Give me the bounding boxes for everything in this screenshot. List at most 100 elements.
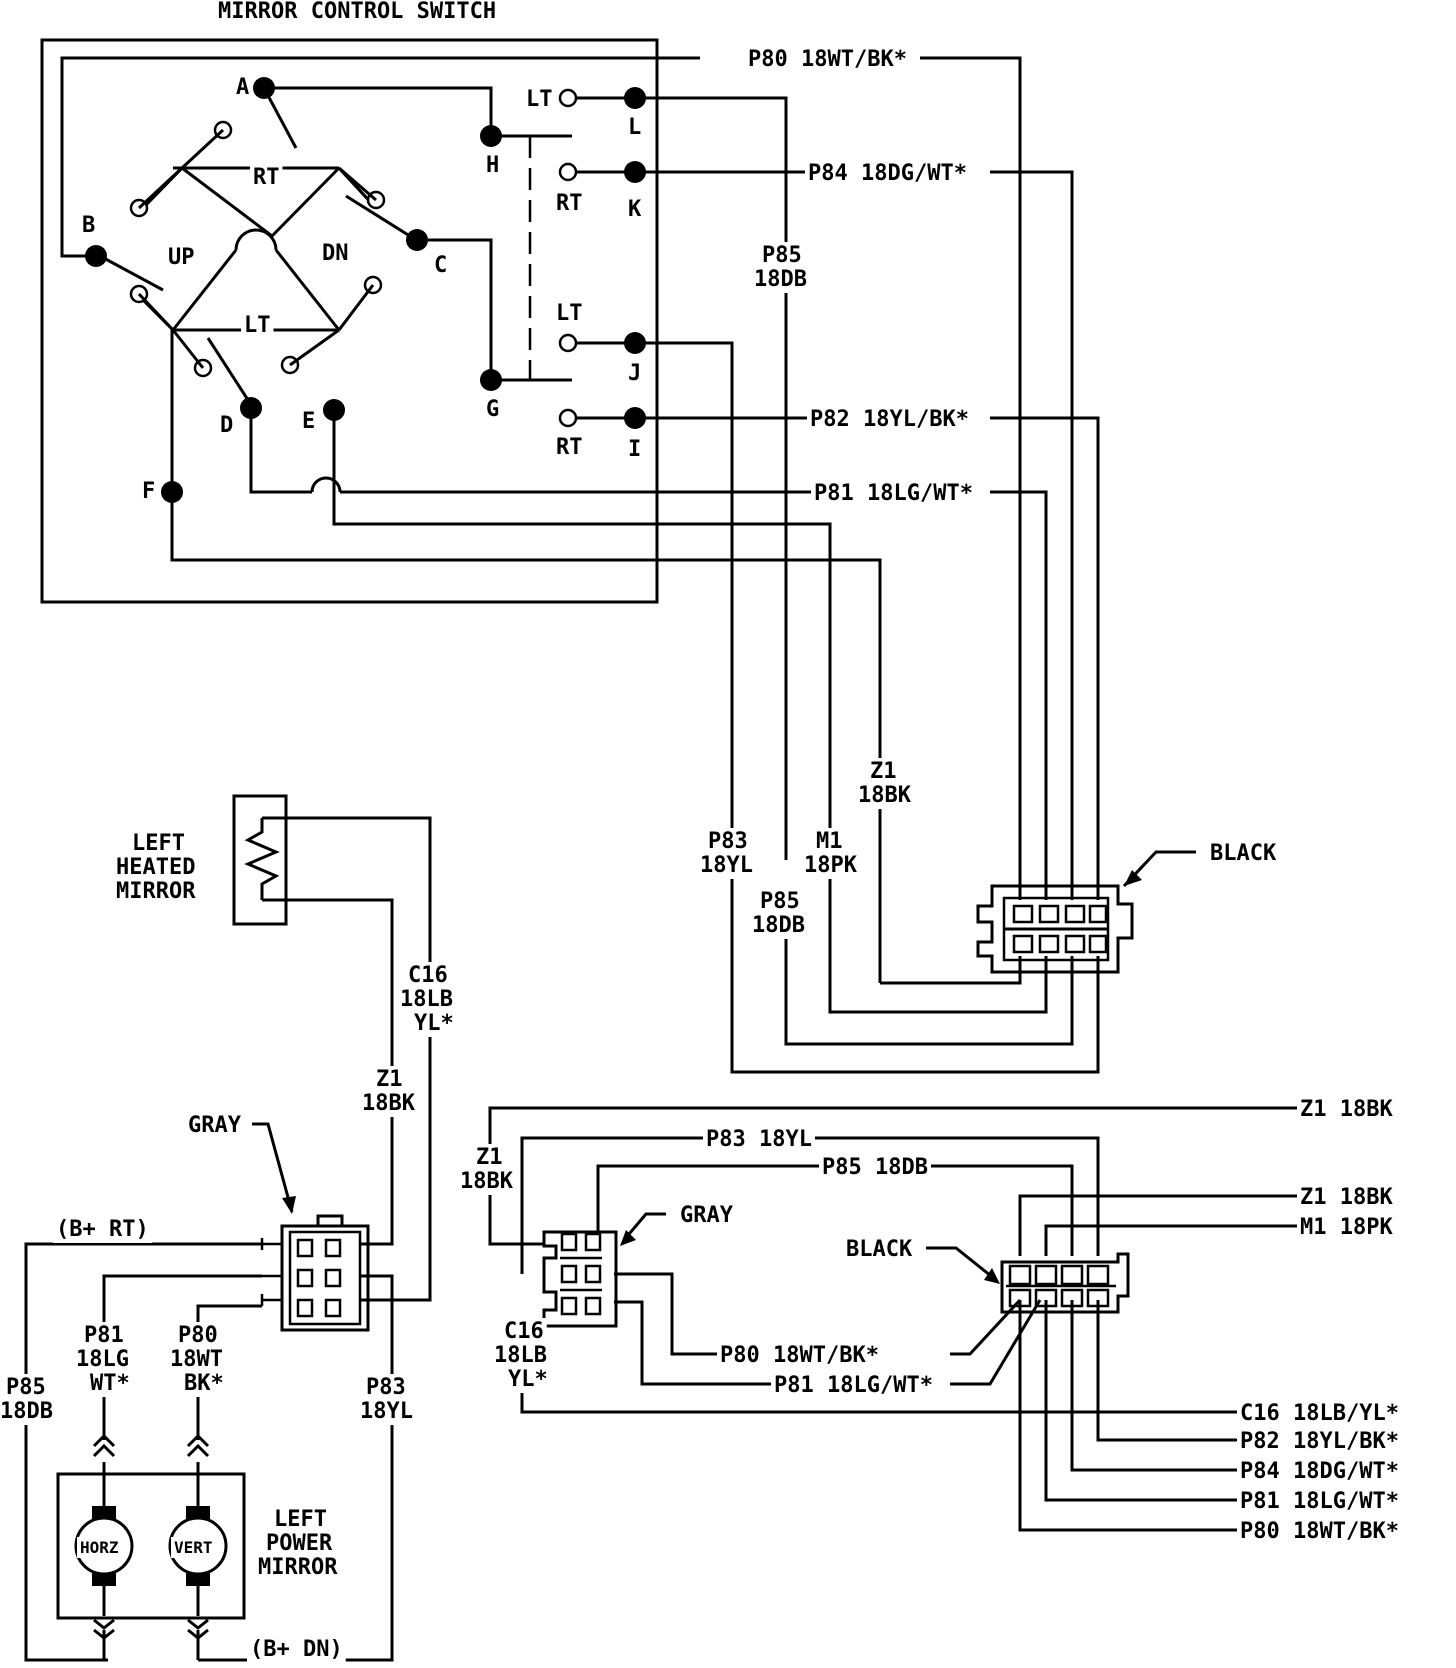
label-backing bbox=[81, 1322, 127, 1349]
label-backing bbox=[129, 830, 188, 857]
label-backing bbox=[77, 1537, 122, 1558]
label-k: K bbox=[628, 197, 642, 222]
label-p85: P85 bbox=[762, 243, 802, 268]
label-l: L bbox=[628, 115, 641, 140]
label-backing bbox=[87, 1370, 133, 1397]
label-p81-color: WT* bbox=[90, 1371, 130, 1396]
label-out-p80: P80 18WT/BK* bbox=[1240, 1519, 1399, 1544]
label-backing bbox=[373, 1066, 406, 1093]
label-z1: Z1 bbox=[870, 759, 897, 784]
wire-e bbox=[332, 410, 620, 526]
label-backing bbox=[250, 164, 283, 191]
label-backing bbox=[1237, 1428, 1402, 1455]
label-backing bbox=[1207, 840, 1280, 867]
label-up-position: UP bbox=[168, 245, 195, 270]
label-backing bbox=[457, 1168, 517, 1195]
left-heated-mirror: LEFT HEATED MIRROR C16 18LB YL* Z1 18BK bbox=[113, 794, 457, 1302]
label-out-p82: P82 18YL/BK* bbox=[1240, 1429, 1399, 1454]
leader-line bbox=[622, 1212, 666, 1241]
label-p85-gauge: 18DB bbox=[754, 267, 807, 292]
label-backing bbox=[139, 478, 159, 505]
switch-blade-b bbox=[99, 254, 164, 292]
label-p85: P85 bbox=[6, 1375, 46, 1400]
label-backing bbox=[553, 190, 586, 217]
label-backing bbox=[1297, 1096, 1397, 1123]
label-backing bbox=[703, 1126, 815, 1153]
wire-p85-left bbox=[24, 1242, 262, 1662]
label-p80: P80 18WT/BK* bbox=[720, 1343, 879, 1368]
label-backing bbox=[801, 852, 861, 879]
label-heated: HEATED bbox=[116, 855, 195, 880]
switch-title: MIRROR CONTROL SWITCH bbox=[218, 0, 496, 24]
label-b-rt: (B+ RT) bbox=[56, 1217, 149, 1242]
label-left: LEFT bbox=[274, 1507, 327, 1532]
label-backing bbox=[405, 962, 451, 989]
label-vert: VERT bbox=[174, 1538, 213, 1557]
label-backing bbox=[241, 312, 274, 339]
label-backing bbox=[855, 782, 915, 809]
label-backing bbox=[1237, 1458, 1402, 1485]
label-backing bbox=[247, 1636, 346, 1663]
wire-a-h bbox=[264, 86, 493, 136]
label-p80-color: BK* bbox=[184, 1371, 224, 1396]
label-p82: P82 18YL/BK* bbox=[810, 407, 969, 432]
label-backing bbox=[1237, 1518, 1402, 1545]
label-backing bbox=[217, 412, 237, 439]
label-d: D bbox=[220, 413, 233, 438]
wire-z1-right bbox=[1018, 1194, 1396, 1256]
label-z1: Z1 18BK bbox=[1300, 1097, 1393, 1122]
switch-lt-wedge bbox=[171, 249, 341, 331]
label-backing bbox=[263, 1530, 336, 1557]
switch-blade-a bbox=[262, 87, 298, 149]
label-backing bbox=[181, 1370, 227, 1397]
label-rt-out: RT bbox=[556, 435, 583, 460]
label-backing bbox=[363, 1374, 409, 1401]
label-backing bbox=[171, 1537, 216, 1558]
label-p83-gauge: 18YL bbox=[360, 1399, 413, 1424]
label-horz: HORZ bbox=[80, 1538, 119, 1557]
leader-line bbox=[252, 1122, 294, 1213]
label-p81: P81 bbox=[84, 1323, 124, 1348]
label-m1-gauge: 18PK bbox=[804, 853, 858, 878]
label-backing bbox=[625, 360, 645, 387]
label-gray: GRAY bbox=[188, 1113, 242, 1138]
black-connector-top bbox=[976, 884, 1134, 974]
wire-z1-top bbox=[488, 1106, 1396, 1246]
label-backing bbox=[491, 1342, 550, 1369]
wire-c-g bbox=[417, 238, 493, 380]
label-backing bbox=[397, 986, 456, 1013]
label-backing bbox=[749, 912, 808, 939]
label-z1: Z1 bbox=[476, 1145, 503, 1170]
label-lt-position: LT bbox=[244, 313, 271, 338]
label-c: C bbox=[434, 253, 447, 278]
label-out-p84: P84 18DG/WT* bbox=[1240, 1459, 1399, 1484]
label-backing bbox=[79, 212, 99, 239]
label-lt-out: LT bbox=[526, 87, 553, 112]
label-backing bbox=[745, 46, 910, 73]
connector-symbol bbox=[93, 1618, 115, 1640]
label-dn-position: DN bbox=[322, 241, 349, 266]
label-backing bbox=[165, 244, 198, 271]
label-backing bbox=[1297, 1184, 1397, 1211]
label-p81: P81 18LG/WT* bbox=[774, 1373, 933, 1398]
label-p84: P84 18DG/WT* bbox=[808, 161, 967, 186]
switch-housing bbox=[40, 38, 659, 604]
wire-p82 bbox=[990, 416, 1100, 900]
label-backing bbox=[215, 0, 500, 25]
label-backing bbox=[53, 1216, 152, 1243]
label-p80-gauge: 18WT bbox=[170, 1347, 223, 1372]
label-j: J bbox=[628, 361, 641, 386]
label-backing bbox=[771, 1372, 936, 1399]
label-backing bbox=[359, 1090, 419, 1117]
label-backing bbox=[431, 252, 451, 279]
label-backing bbox=[233, 74, 253, 101]
wire-p81 bbox=[614, 1300, 776, 1386]
label-left: LEFT bbox=[132, 831, 185, 856]
gray-connector-right bbox=[542, 1230, 618, 1328]
label-backing bbox=[553, 300, 586, 327]
label-m1: M1 18PK bbox=[1300, 1215, 1393, 1240]
label-backing bbox=[523, 86, 556, 113]
label-p80: P80 bbox=[178, 1323, 218, 1348]
label-backing bbox=[805, 160, 970, 187]
